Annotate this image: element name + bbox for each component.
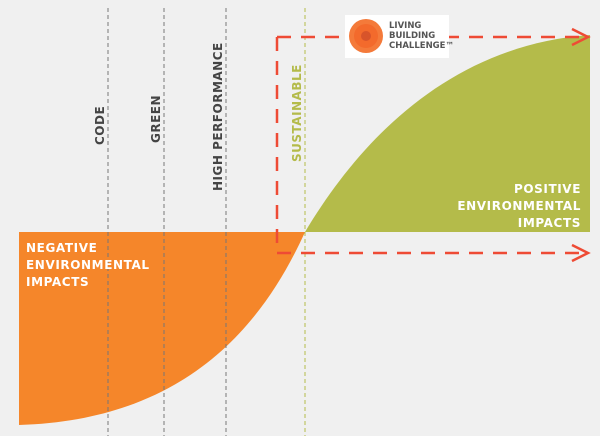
arrow-head-bottom xyxy=(571,243,591,263)
level-label-sustainable: SUSTAINABLE xyxy=(290,64,304,162)
negative-line2: ENVIRONMENTAL xyxy=(26,258,150,272)
negative-impact-area xyxy=(19,232,305,425)
negative-line1: NEGATIVE xyxy=(26,241,98,255)
logo-line3: CHALLENGE™ xyxy=(389,41,454,51)
positive-line2: ENVIRONMENTAL xyxy=(457,199,581,213)
flower-icon xyxy=(349,19,383,53)
living-building-challenge-logo: LIVING BUILDING CHALLENGE™ xyxy=(345,15,454,58)
level-label-high-performance: HIGH PERFORMANCE xyxy=(211,42,225,191)
negative-line3: IMPACTS xyxy=(26,275,90,289)
logo-line1: LIVING xyxy=(389,21,422,31)
arrow-head-top xyxy=(571,27,591,47)
positive-impact-area xyxy=(305,35,590,232)
negative-impacts-label: NEGATIVE ENVIRONMENTAL IMPACTS xyxy=(26,240,150,291)
level-label-green: GREEN xyxy=(149,94,163,143)
positive-impacts-label: POSITIVE ENVIRONMENTAL IMPACTS xyxy=(457,181,581,232)
positive-line3: IMPACTS xyxy=(517,216,581,230)
logo-line2: BUILDING xyxy=(389,31,436,41)
positive-line1: POSITIVE xyxy=(513,182,581,196)
level-label-code: CODE xyxy=(93,105,107,145)
